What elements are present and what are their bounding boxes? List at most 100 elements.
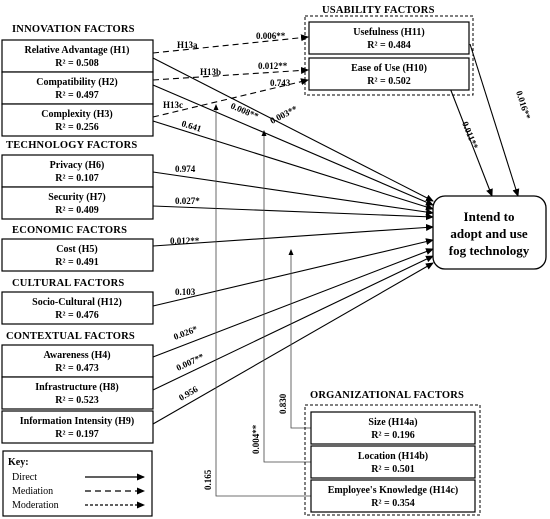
- path-security-target: [152, 205, 434, 221]
- factor-box-privacy: Privacy (H6) R² = 0.107: [1, 154, 154, 188]
- factor-r2: R² = 0.501: [371, 464, 414, 475]
- label-h13b: H13b: [200, 67, 221, 77]
- factor-label: Socio-Cultural (H12): [32, 297, 122, 308]
- path-socio-cultural-target: [152, 238, 434, 307]
- label-socio-cultural: 0.103: [175, 287, 196, 297]
- factor-r2: R² = 0.409: [55, 205, 98, 216]
- factor-r2: R² = 0.508: [55, 58, 98, 69]
- factor-r2: R² = 0.484: [367, 40, 410, 51]
- legend-mediation-label: Mediation: [12, 486, 53, 497]
- factor-label: Privacy (H6): [50, 160, 105, 171]
- label-cx-target: 0.641: [180, 118, 203, 134]
- path-compatibility-ease-of-use: [152, 66, 309, 81]
- target-line-2: adopt and use: [450, 226, 528, 241]
- factor-label: Compatibility (H2): [36, 77, 117, 88]
- path-infrastructure-target: [152, 255, 434, 391]
- factor-box-socio-cultural: Socio-Cultural (H12) R² = 0.476: [1, 291, 154, 325]
- label-information-intensity: 0.956: [177, 384, 200, 403]
- path-awareness-target: [152, 248, 434, 358]
- factor-r2: R² = 0.256: [55, 122, 98, 133]
- path-complexity-target: [152, 120, 434, 211]
- path-knowledge-moderation: [213, 104, 311, 497]
- legend-moderation-label: Moderation: [12, 500, 59, 511]
- factor-label: Usefulness (H11): [353, 27, 424, 38]
- path-usefulness-target: [469, 43, 520, 197]
- factor-r2: R² = 0.476: [55, 310, 98, 321]
- factor-box-security: Security (H7) R² = 0.409: [1, 186, 154, 220]
- factor-label: Employee's Knowledge (H14c): [328, 485, 459, 496]
- factor-box-size: Size (H14a) R² = 0.196: [310, 411, 476, 445]
- usability-factors-heading: USABILITY FACTORS: [322, 5, 435, 16]
- path-privacy-target: [152, 171, 434, 216]
- label-awareness: 0.026*: [172, 323, 199, 341]
- label-security: 0.027*: [175, 196, 200, 206]
- factor-box-relative-advantage: Relative Advantage (H1) R² = 0.508: [1, 39, 154, 73]
- factor-label: Security (H7): [48, 192, 106, 203]
- path-cost-target: [152, 223, 434, 247]
- legend-title: Key:: [8, 457, 29, 468]
- factor-label: Cost (H5): [56, 244, 97, 255]
- label-usefulness-target: 0.016**: [514, 90, 533, 121]
- path-relative-advantage-usefulness: [152, 34, 309, 54]
- label-infrastructure: 0.007**: [175, 351, 206, 373]
- path-size-moderation: [288, 249, 311, 429]
- factor-label: Ease of Use (H10): [351, 63, 427, 74]
- contextual-factors-heading: CONTEXTUAL FACTORS: [6, 331, 135, 342]
- label-location: 0.004**: [251, 424, 261, 454]
- factor-r2: R² = 0.497: [55, 90, 98, 101]
- factor-box-location: Location (H14b) R² = 0.501: [310, 445, 476, 479]
- label-privacy: 0.974: [175, 164, 196, 174]
- label-h13a: H13a: [177, 40, 198, 50]
- factor-r2: R² = 0.197: [55, 429, 98, 440]
- organizational-factors-heading: ORGANIZATIONAL FACTORS: [310, 390, 464, 401]
- legend-direct-label: Direct: [12, 472, 37, 483]
- factor-label: Complexity (H3): [41, 109, 112, 120]
- economic-factors-heading: ECONOMIC FACTORS: [12, 225, 127, 236]
- factor-box-ease-of-use: Ease of Use (H10) R² = 0.502: [308, 57, 470, 91]
- factor-label: Location (H14b): [358, 451, 428, 462]
- factor-label: Size (H14a): [368, 417, 417, 428]
- path-complexity-ease-of-use: [152, 78, 309, 118]
- label-cx-ease-of-use: 0.743: [270, 78, 291, 88]
- factor-r2: R² = 0.491: [55, 257, 98, 268]
- label-size: 0.830: [278, 393, 288, 414]
- label-ease-of-use-target: 0.011**: [460, 120, 480, 151]
- factor-label: Awareness (H4): [43, 350, 110, 361]
- factor-r2: R² = 0.473: [55, 363, 98, 374]
- factor-label: Infrastructure (H8): [35, 382, 118, 393]
- target-line-3: fog technology: [449, 243, 530, 258]
- path-information-intensity-target: [152, 262, 434, 425]
- label-comp-target: 0.008**: [229, 101, 260, 122]
- factor-box-employee-knowledge: Employee's Knowledge (H14c) R² = 0.354: [310, 479, 476, 513]
- label-h13c: H13c: [163, 100, 183, 110]
- legend-key: Key: Direct Mediation Moderation: [2, 450, 153, 517]
- label-ra-target: 0.003**: [268, 103, 299, 125]
- path-compatibility-target: [152, 84, 434, 206]
- factor-box-compatibility: Compatibility (H2) R² = 0.497: [1, 71, 154, 105]
- label-knowledge: 0.165: [203, 469, 213, 490]
- factor-label: Information Intensity (H9): [20, 416, 134, 427]
- path-relative-advantage-target: [152, 57, 434, 202]
- innovation-factors-heading: INNOVATION FACTORS: [12, 24, 135, 35]
- path-location-moderation: [261, 130, 311, 463]
- label-comp-ease-of-use: 0.012**: [258, 61, 288, 71]
- factor-box-infrastructure: Infrastructure (H8) R² = 0.523: [1, 376, 154, 410]
- factor-box-complexity: Complexity (H3) R² = 0.256: [1, 103, 154, 137]
- label-ra-usefulness: 0.006**: [256, 31, 286, 41]
- factor-r2: R² = 0.354: [371, 498, 414, 509]
- factor-box-cost: Cost (H5) R² = 0.491: [1, 238, 154, 272]
- factor-r2: R² = 0.107: [55, 173, 98, 184]
- factor-label: Relative Advantage (H1): [25, 45, 130, 56]
- factor-box-information-intensity: Information Intensity (H9) R² = 0.197: [1, 410, 154, 444]
- organizational-group-box: [304, 404, 481, 516]
- cultural-factors-heading: CULTURAL FACTORS: [12, 278, 124, 289]
- usability-group-box: [304, 15, 474, 96]
- label-cost: 0.012**: [170, 236, 200, 246]
- factor-box-usefulness: Usefulness (H11) R² = 0.484: [308, 21, 470, 55]
- path-ease-of-use-target: [449, 87, 493, 197]
- factor-r2: R² = 0.196: [371, 430, 414, 441]
- factor-r2: R² = 0.523: [55, 395, 98, 406]
- target-line-1: Intend to: [464, 209, 515, 224]
- technology-factors-heading: TECHNOLOGY FACTORS: [6, 140, 137, 151]
